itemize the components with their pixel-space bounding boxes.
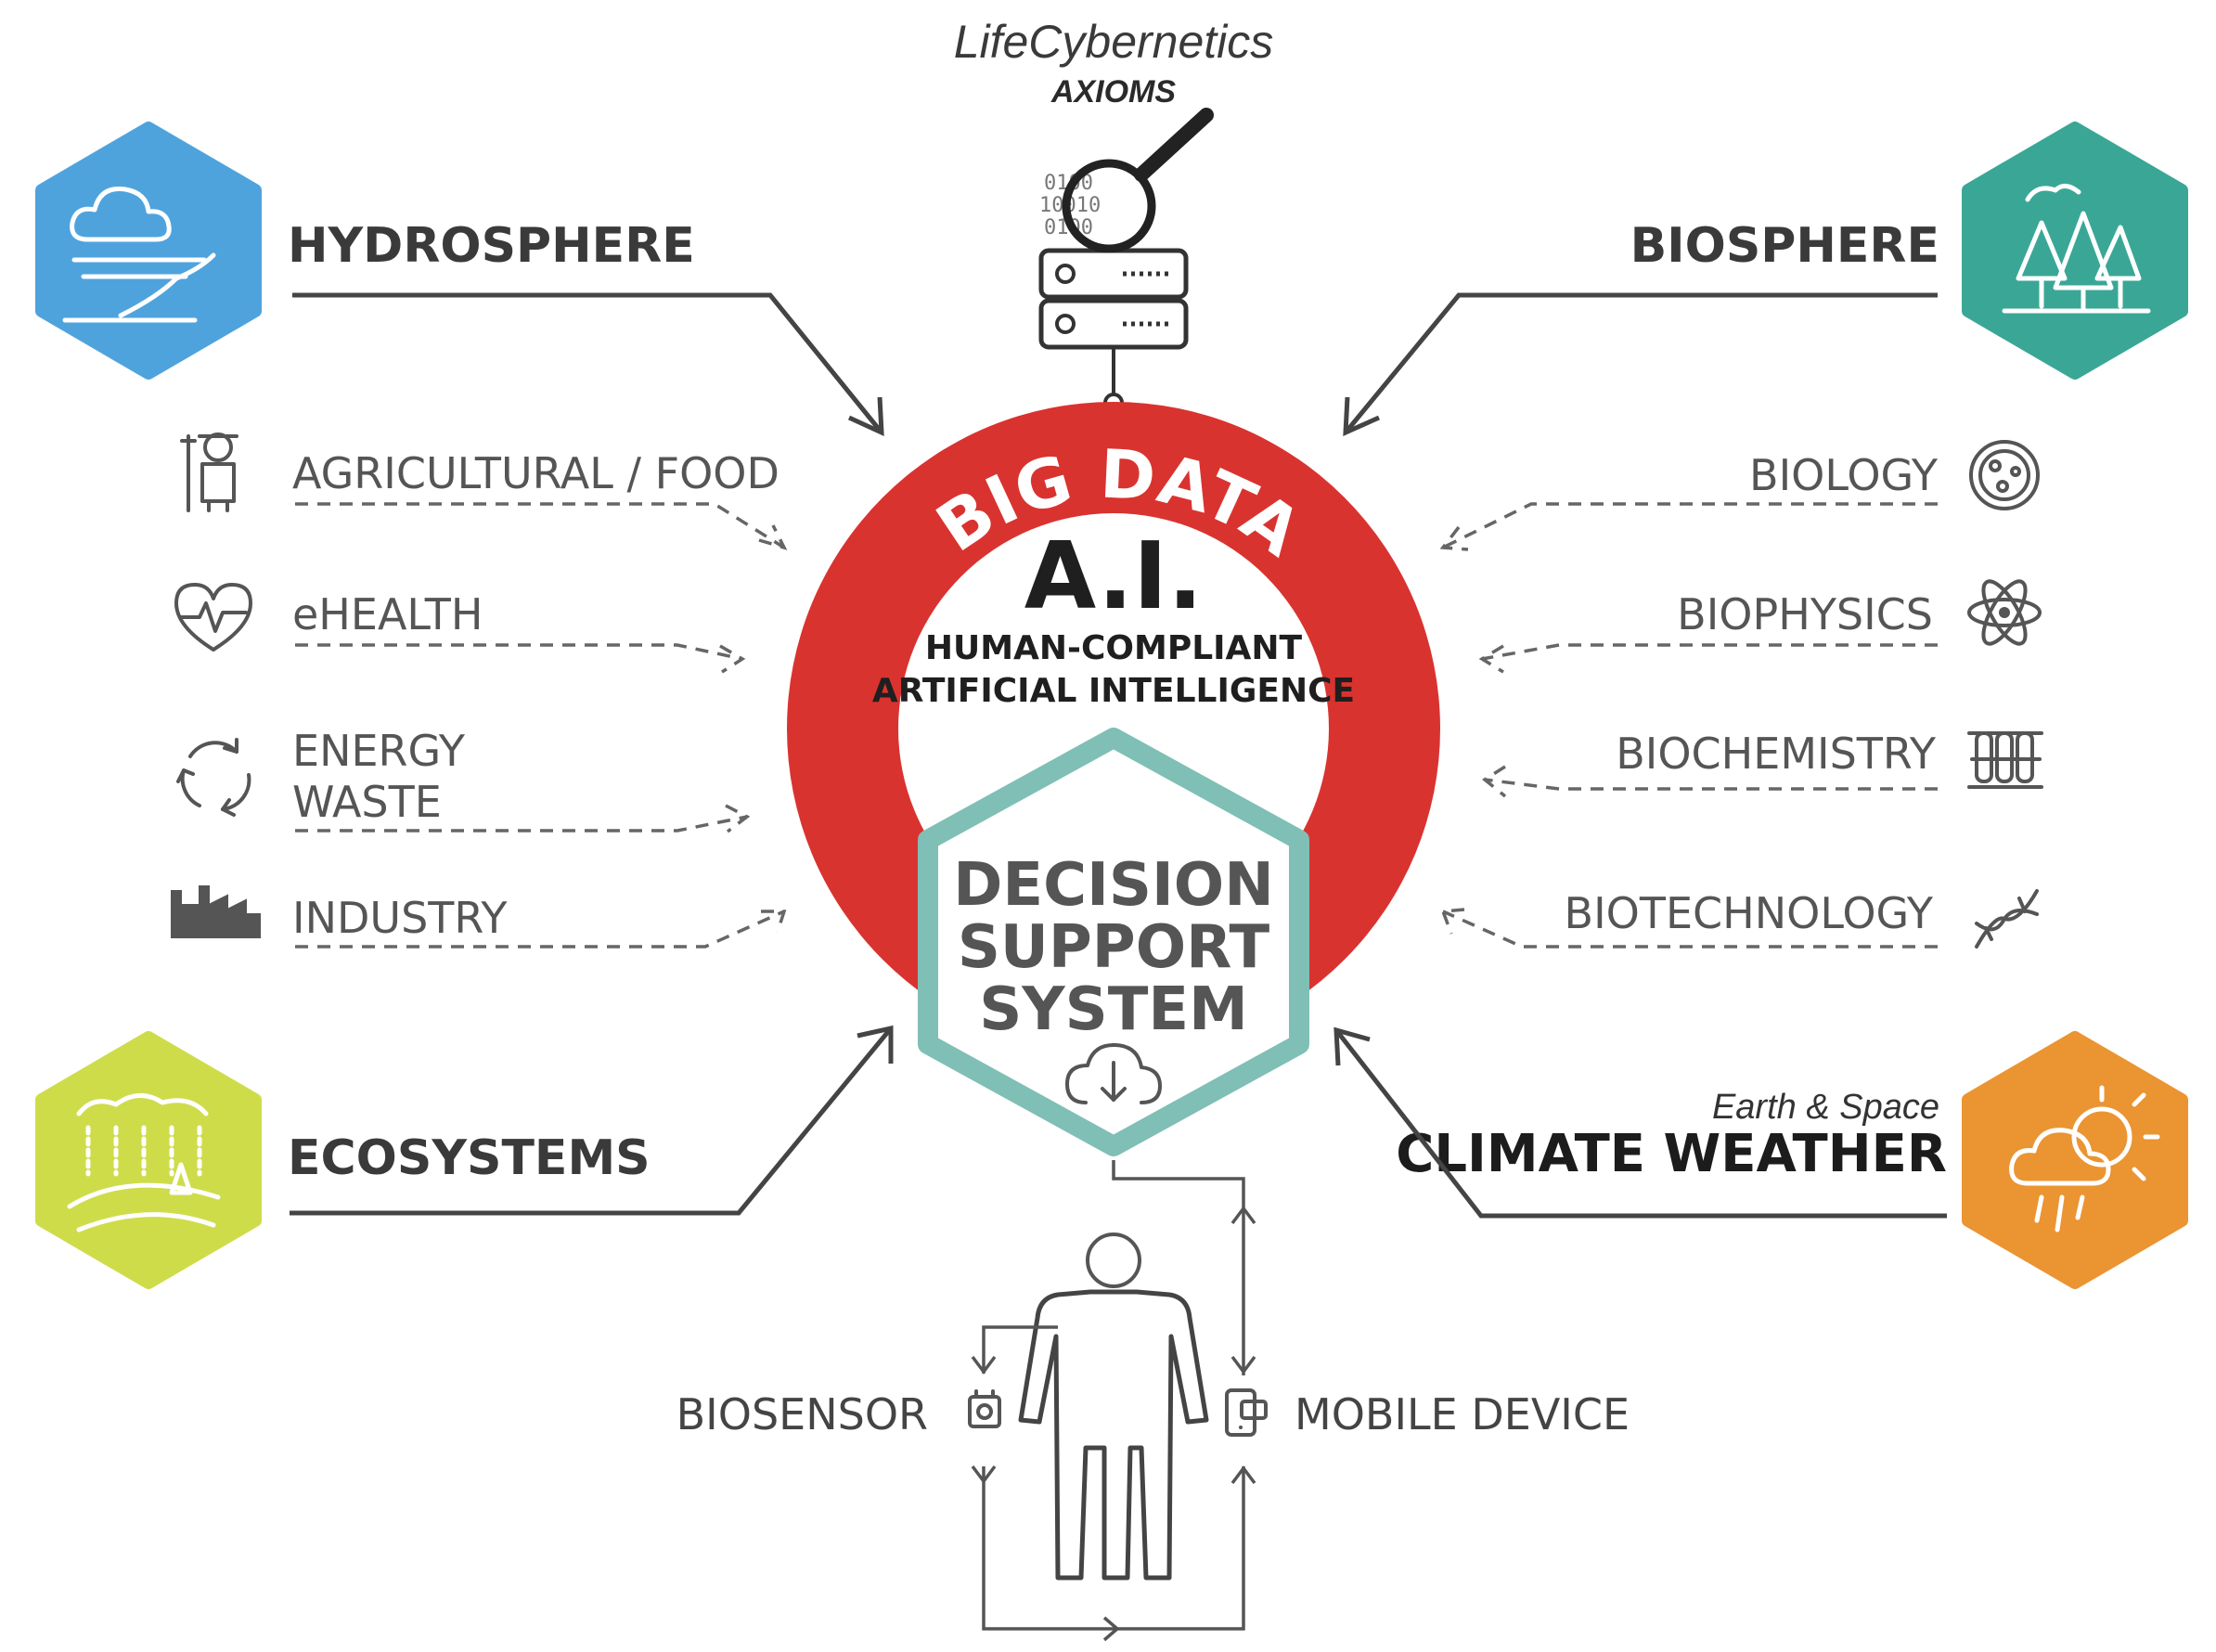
recycle-icon (176, 738, 251, 817)
farmer-icon (180, 432, 238, 512)
industry-label: INDUSTRY (292, 893, 508, 943)
waste-label: WASTE (292, 777, 442, 827)
biotechnology-label: BIOTECHNOLOGY (1565, 888, 1934, 938)
biochemistry-label: BIOCHEMISTRY (1616, 729, 1937, 779)
cloud-water-icon (62, 186, 216, 323)
mobile-device-icon (1225, 1388, 1268, 1437)
biosphere-label: BIOSPHERE (1630, 218, 1939, 274)
ehealth-label: eHEALTH (292, 589, 483, 639)
hydrosphere-label: HYDROSPHERE (288, 218, 695, 274)
forest-icon (2002, 184, 2151, 314)
rain-field-icon (67, 1093, 221, 1233)
ai-subtitle-2: ARTIFICIAL INTELLIGENCE (872, 672, 1355, 710)
diagram-title: LifeCybernetics (954, 16, 1274, 68)
agricultural-food-label: AGRICULTURAL / FOOD (292, 448, 779, 498)
dss-line-1: DECISION (953, 851, 1274, 920)
biosensor-label: BIOSENSOR (676, 1389, 928, 1439)
factory-icon (171, 885, 261, 938)
climate-weather-label: CLIMATE WEATHER (1396, 1124, 1947, 1184)
biophysics-label: BIOPHYSICS (1677, 589, 1933, 639)
heart-pulse-icon (174, 583, 252, 652)
energy-label: ENERGY (292, 726, 466, 776)
climate-hexagon (1962, 1031, 2188, 1289)
mobile-device-label: MOBILE DEVICE (1295, 1389, 1630, 1439)
sun-cloud-rain-icon (2009, 1085, 2160, 1233)
ecosystems-hexagon (35, 1031, 262, 1289)
petri-dish-icon (1969, 440, 2040, 510)
cloud-download-icon (1065, 1042, 1162, 1104)
hydrosphere-hexagon (35, 122, 262, 380)
climate-prefix-label: Earth & Space (1712, 1088, 1939, 1127)
dna-icon (1975, 889, 2039, 949)
biology-label: BIOLOGY (1749, 450, 1939, 500)
ai-subtitle-1: HUMAN-COMPLIANT (925, 629, 1303, 667)
major-arrows (290, 292, 1947, 1219)
ai-label: A.I. (1024, 522, 1203, 630)
decision-support-hexagon: DECISION SUPPORT SYSTEM (918, 728, 1309, 1156)
dss-line-3: SYSTEM (979, 975, 1248, 1044)
magnifier-icon (1062, 108, 1214, 253)
biosphere-hexagon (1962, 122, 2188, 380)
atom-icon (1967, 579, 2042, 646)
test-tubes-icon (1967, 731, 2043, 789)
diagram-subtitle: AXIOMS (1050, 74, 1176, 110)
feedback-loop (971, 1160, 1256, 1642)
ecosystems-label: ECOSYSTEMS (288, 1130, 651, 1186)
person-icon (1018, 1233, 1209, 1581)
server-icon: 0100 10010 0100 (1038, 172, 1189, 413)
biosensor-icon (968, 1389, 1001, 1428)
dss-line-2: SUPPORT (958, 913, 1270, 982)
